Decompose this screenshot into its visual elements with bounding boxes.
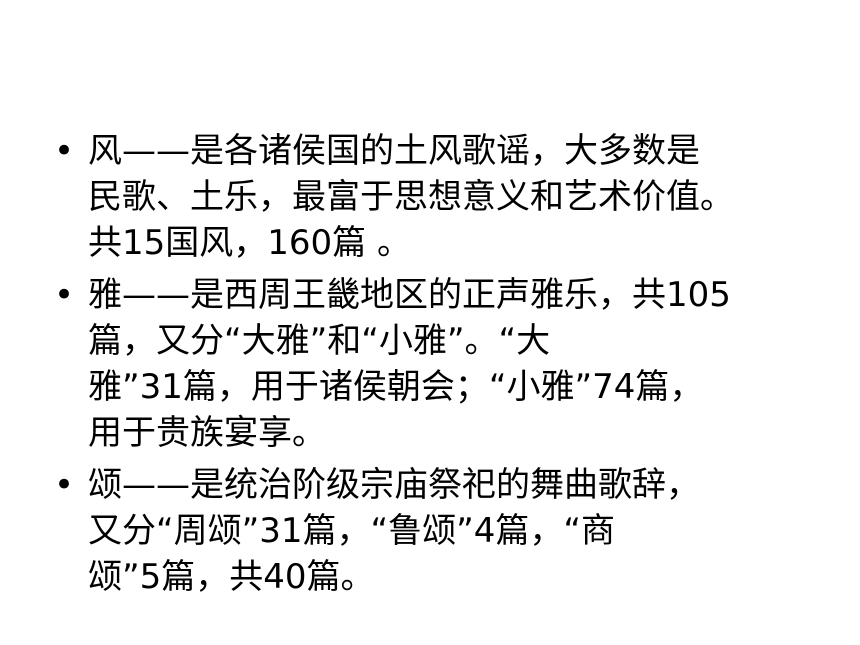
bullet-line: 篇，又分“大雅”和“小雅”。“大 xyxy=(88,321,551,361)
bullet-list: • 风——是各诸侯国的土风歌谣，大多数是 民歌、土乐，最富于思想意义和艺术价值。… xyxy=(50,128,820,606)
bullet-line: 雅——是西周王畿地区的正声雅乐，共105 xyxy=(88,275,731,315)
bullet-item-ya: • 雅——是西周王畿地区的正声雅乐，共105 篇，又分“大雅”和“小雅”。“大 … xyxy=(50,272,820,456)
bullet-line: 民歌、土乐，最富于思想意义和艺术价值。 xyxy=(88,177,734,217)
bullet-line: 用于贵族宴享。 xyxy=(88,413,326,453)
bullet-line: 风——是各诸侯国的土风歌谣，大多数是 xyxy=(88,131,700,171)
bullet-item-song: • 颂——是统治阶级宗庙祭祀的舞曲歌辞， 又分“周颂”31篇，“鲁颂”4篇，“商… xyxy=(50,462,820,600)
bullet-line: 颂——是统治阶级宗庙祭祀的舞曲歌辞， xyxy=(88,465,700,505)
bullet-line: 雅”31篇，用于诸侯朝会；“小雅”74篇， xyxy=(88,367,704,407)
bullet-item-feng: • 风——是各诸侯国的土风歌谣，大多数是 民歌、土乐，最富于思想意义和艺术价值。… xyxy=(50,128,820,266)
bullet-line: 颂”5篇，共40篇。 xyxy=(88,557,375,597)
bullet-icon: • xyxy=(54,275,75,315)
bullet-line: 又分“周颂”31篇，“鲁颂”4篇，“商 xyxy=(88,511,615,551)
bullet-line: 共15国风，160篇 。 xyxy=(88,223,411,263)
bullet-icon: • xyxy=(54,131,75,171)
bullet-icon: • xyxy=(54,465,75,505)
